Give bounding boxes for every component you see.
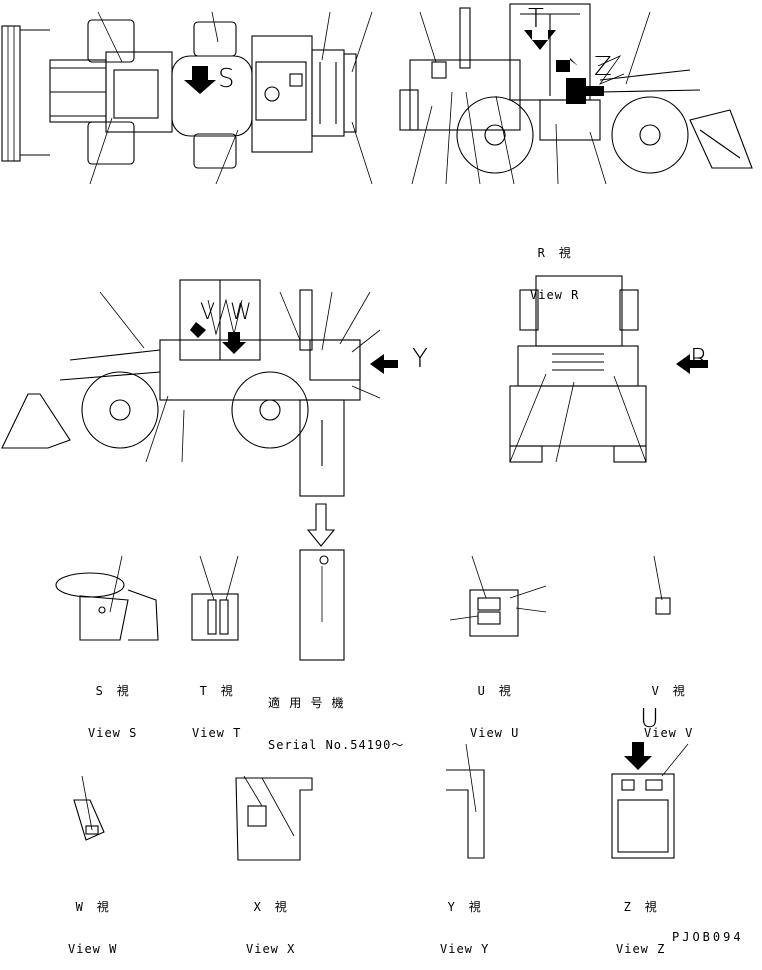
view-v-jp: V 視 [651,684,686,698]
view-s-caption: S 視 View S [88,656,137,754]
view-w-jp: W 視 [75,900,110,914]
view-x-caption: X 視 View X [246,872,295,970]
view-r-jp: R 視 [537,246,572,260]
view-u-jp: U 視 [477,684,512,698]
parts-diagram [1,3,753,861]
view-s-jp: S 視 [95,684,130,698]
serial-en: Serial No.54190～ [268,738,405,752]
detail-view-s [55,555,159,641]
view-u-caption: U 視 View U [470,656,519,754]
detail-view-serial [299,549,345,661]
detail-view-w [73,775,105,841]
detail-view-z [611,742,689,859]
view-letter-r: R [690,344,709,374]
view-s-en: View S [88,726,138,740]
view-r-en: View R [530,288,580,302]
view-y-caption: Y 視 View Y [440,872,489,970]
drawing-code: PJOB094 [672,930,744,944]
view-letter-w: W [230,300,252,325]
side-view-right-machine [399,3,753,185]
detail-view-x [235,775,313,861]
view-z-caption: Z 視 View Z [616,872,665,970]
view-t-jp: T 視 [199,684,234,698]
view-z-jp: Z 視 [623,900,658,914]
detail-view-u [449,555,547,637]
view-t-en: View T [192,726,242,740]
detail-view-y [446,743,485,859]
view-t-caption: T 視 View T [192,656,241,754]
view-u-en: View U [470,726,520,740]
view-letter-s: S [218,64,235,94]
view-letter-z: Z [594,52,612,82]
view-letter-t: T [528,4,544,34]
view-w-en: View W [68,942,118,956]
detail-view-t [191,555,239,641]
view-w-caption: W 視 View W [68,872,117,970]
view-letter-u: U [640,704,660,734]
serial-caption: 適 用 号 機 Serial No.54190～ [268,668,404,766]
view-letter-v: V [200,300,216,325]
view-v-caption: V 視 View V [644,656,693,754]
view-y-jp: Y 視 [447,900,482,914]
view-z-en: View Z [616,942,666,956]
view-v-en: View V [644,726,694,740]
serial-jp: 適 用 号 機 [268,696,345,710]
view-letter-y: Y [412,344,428,374]
view-x-en: View X [246,942,296,956]
view-y-en: View Y [440,942,490,956]
front-view-machine [509,275,708,463]
top-view-machine [1,11,373,185]
view-x-jp: X 視 [253,900,288,914]
view-r-caption: R 視 View R [530,218,579,316]
side-view-left-machine [1,279,398,547]
detail-view-v [653,555,671,615]
